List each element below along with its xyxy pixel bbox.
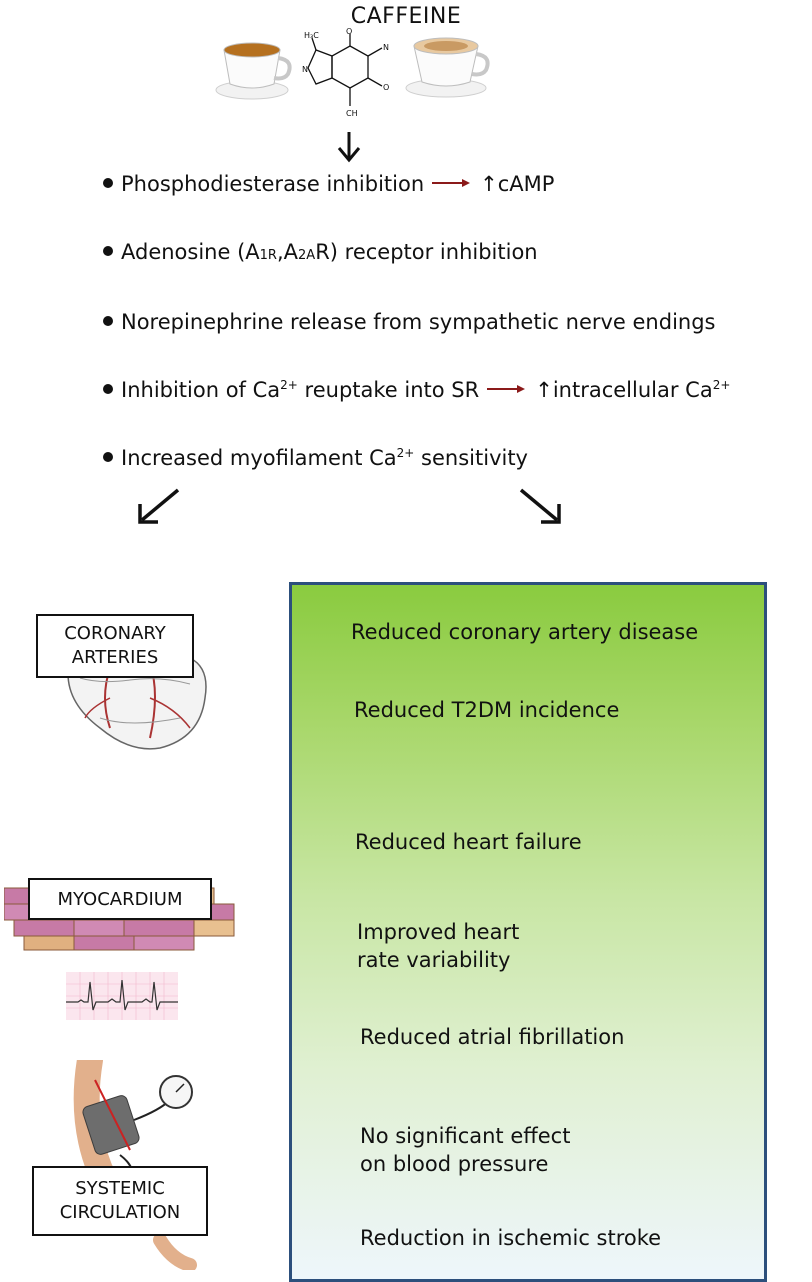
mechanism-superscript: 2+ <box>712 378 731 392</box>
svg-text:O: O <box>346 28 352 36</box>
effect-item: Reduced heart failure <box>355 828 582 856</box>
diagram-title: CAFFEINE <box>350 4 462 29</box>
mechanism-text: Phosphodiesterase inhibition <box>121 172 425 196</box>
effect-text: Reduced coronary artery disease <box>351 620 699 644</box>
effect-item: Reduced atrial fibrillation <box>360 1023 624 1051</box>
svg-text:O: O <box>383 83 389 92</box>
effect-text: rate variability <box>357 948 511 972</box>
mechanism-text: Inhibition of Ca <box>121 378 281 402</box>
mechanism-item: Inhibition of Ca2+ reuptake into SR↑intr… <box>103 378 730 402</box>
mechanism-subscript: 1R <box>259 248 277 263</box>
right-diagonal-arrow-icon <box>519 488 561 524</box>
target-label-line: ARTERIES <box>71 647 159 668</box>
mechanism-text: Norepinephrine release from sympathetic … <box>121 310 716 334</box>
effect-item: Improved heart rate variability <box>357 918 519 974</box>
mechanism-text: sensitivity <box>414 446 528 470</box>
effects-panel <box>289 582 767 1282</box>
target-label-line: MYOCARDIUM <box>57 889 183 910</box>
effect-item: Reduction in ischemic stroke <box>360 1224 661 1252</box>
svg-text:H₃C: H₃C <box>304 31 319 40</box>
red-arrow-icon <box>432 179 471 187</box>
effect-item: No significant effect on blood pressure <box>360 1122 570 1178</box>
mechanism-text: reuptake into SR <box>297 378 480 402</box>
mechanism-superscript: 2+ <box>396 446 415 460</box>
mechanism-text: Adenosine (A <box>121 240 260 264</box>
target-label-line: SYSTEMIC <box>75 1178 165 1199</box>
mechanism-superscript: 2+ <box>280 378 298 392</box>
mechanism-text: ,A <box>276 240 299 264</box>
ecg-icon <box>66 972 178 1020</box>
effect-text: on blood pressure <box>360 1152 549 1176</box>
red-arrow-icon <box>487 385 526 393</box>
blood-pressure-cuff-icon <box>73 1060 197 1270</box>
mechanism-result: ↑cAMP <box>480 172 555 196</box>
effect-item: Reduced T2DM incidence <box>354 696 619 724</box>
left-diagonal-arrow-icon <box>138 488 180 524</box>
mechanism-subscript: 2A <box>298 248 316 263</box>
bullet-icon <box>103 178 113 188</box>
bullet-icon <box>103 316 113 326</box>
mechanism-item: Adenosine (A1R,A2AR) receptor inhibition <box>103 240 538 264</box>
bullet-icon <box>103 384 113 394</box>
mechanism-item: Norepinephrine release from sympathetic … <box>103 310 716 334</box>
svg-text:CH: CH <box>346 109 358 118</box>
mechanism-item: Increased myofilament Ca2+ sensitivity <box>103 446 528 470</box>
effect-text: Reduced heart failure <box>355 830 582 854</box>
cappuccino-cup-icon <box>405 37 490 98</box>
bullet-icon <box>103 452 113 462</box>
target-label-line: CIRCULATION <box>59 1202 181 1223</box>
down-arrow-icon <box>337 132 361 163</box>
target-label-myocardium: MYOCARDIUM <box>28 878 212 920</box>
svg-text:N: N <box>383 43 389 52</box>
mechanism-item: Phosphodiesterase inhibition ↑cAMP <box>103 172 554 196</box>
effect-text: No significant effect <box>360 1124 571 1148</box>
tea-cup-icon <box>215 42 292 100</box>
mechanism-text: Increased myofilament Ca <box>121 446 397 470</box>
effect-text: Reduction in ischemic stroke <box>360 1226 662 1250</box>
svg-text:N: N <box>302 65 308 74</box>
mechanism-text: R) receptor inhibition <box>315 240 538 264</box>
target-label-systemic: SYSTEMIC CIRCULATION <box>32 1166 208 1236</box>
effect-item: Reduced coronary artery disease <box>351 618 698 646</box>
target-label-coronary: CORONARY ARTERIES <box>36 614 194 678</box>
target-label-line: CORONARY <box>64 623 166 644</box>
effect-text: Reduced atrial fibrillation <box>360 1025 625 1049</box>
bullet-icon <box>103 246 113 256</box>
effect-text: Improved heart <box>357 920 520 944</box>
effect-text: Reduced T2DM incidence <box>354 698 620 722</box>
mechanism-result: ↑intracellular Ca <box>535 378 713 402</box>
caffeine-molecule-icon: O N O CH H₃C N <box>302 28 389 118</box>
